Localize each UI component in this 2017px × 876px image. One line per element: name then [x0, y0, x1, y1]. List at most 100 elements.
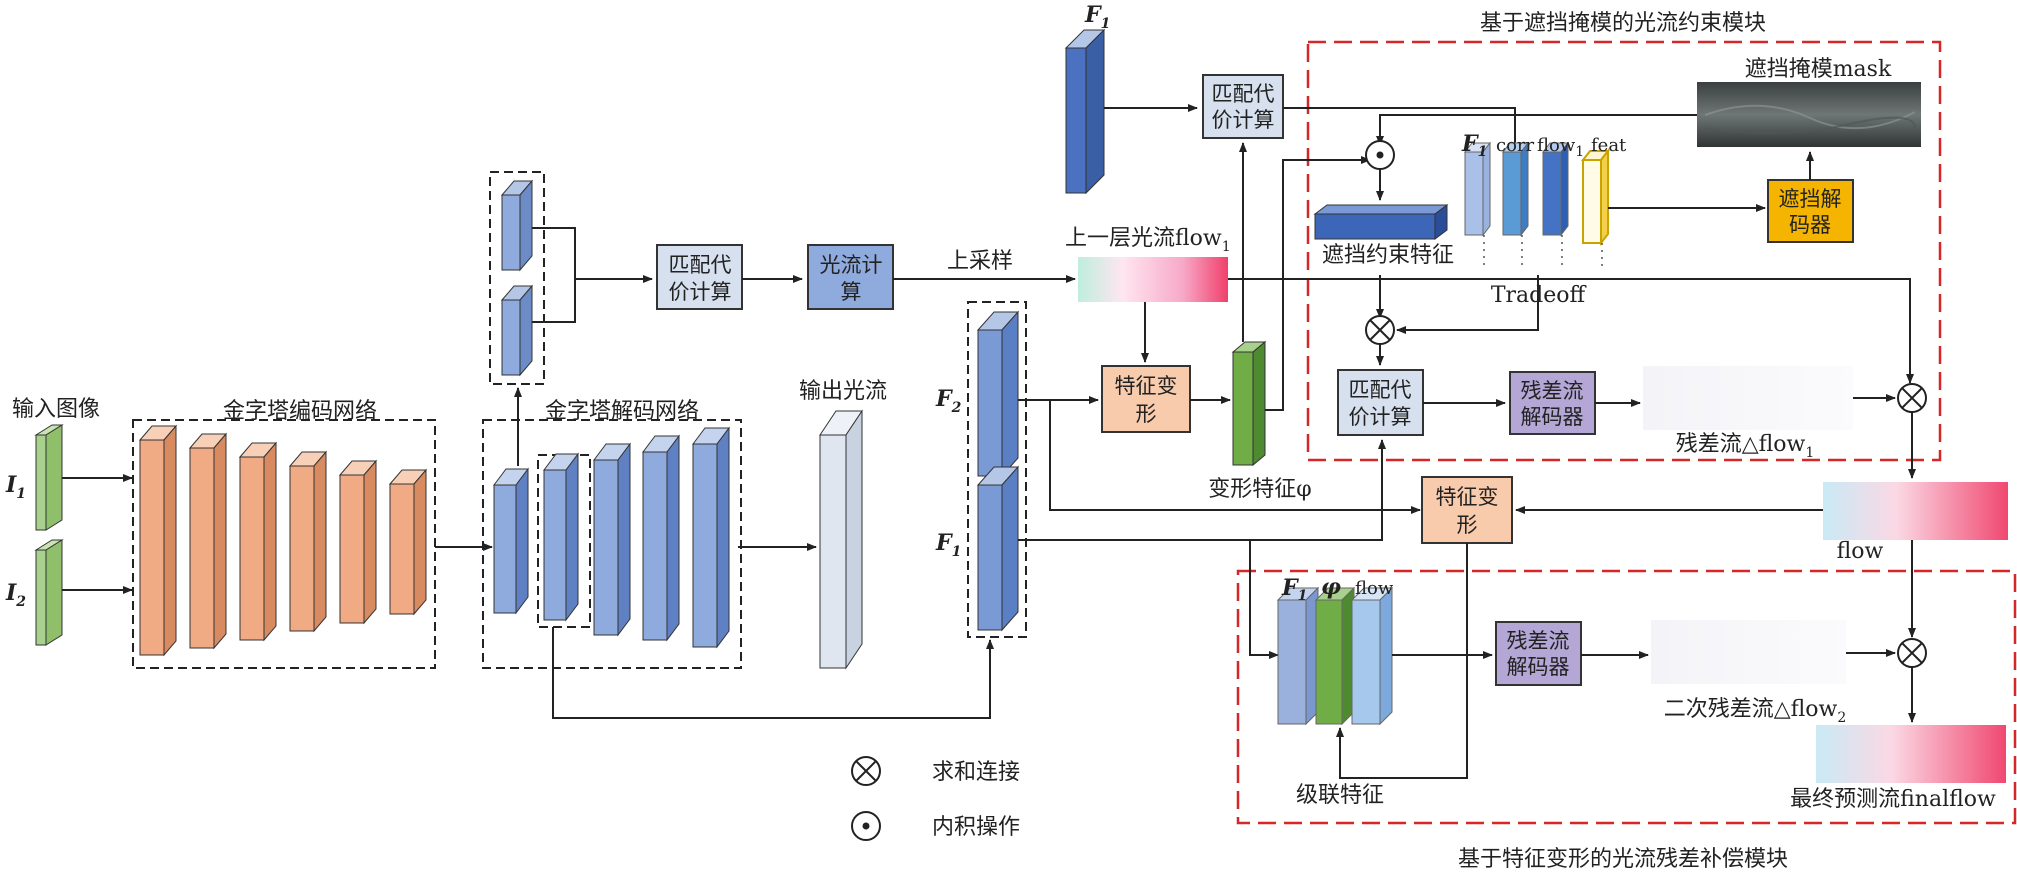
mask-image [1697, 82, 1921, 147]
encoder-blocks [138, 424, 428, 657]
svg-text:匹配代: 匹配代 [669, 253, 732, 277]
residual-decoder-box-2: 残差流 解码器 [1495, 621, 1582, 686]
svg-text:匹配代: 匹配代 [1212, 82, 1275, 106]
i1-label: I1 [5, 472, 26, 502]
stack-feat-label: feat [1591, 135, 1627, 156]
i2-label: I2 [5, 580, 26, 610]
svg-text:匹配代: 匹配代 [1349, 378, 1412, 402]
output-flow-block [819, 409, 863, 670]
residual-decoder-box-1: 残差流 解码器 [1509, 371, 1596, 435]
dot-product-icon [1365, 140, 1395, 170]
svg-text:价计算: 价计算 [1212, 108, 1275, 132]
svg-text:遮挡解: 遮挡解 [1779, 187, 1842, 211]
flow-image [1823, 482, 2008, 540]
feature-warp-box-2: 特征变 形 [1421, 476, 1513, 544]
concat-feature-label: 级联特征 [1296, 783, 1384, 808]
encoder-block-4 [288, 450, 328, 633]
encoder-block-6 [388, 468, 428, 616]
residual-flow-image-1 [1643, 366, 1853, 430]
sum-icon-1 [1365, 315, 1395, 345]
residual-flow-label-1: 残差流△flow1 [1676, 432, 1815, 461]
svg-text:解码器: 解码器 [1507, 655, 1570, 679]
bottom-module-frame [1236, 569, 2017, 825]
prev-flow-image [1078, 257, 1228, 302]
legend-sum-label: 求和连接 [932, 760, 1020, 785]
f-pair-frame [967, 301, 1027, 638]
prev-flow-label: 上一层光流flow1 [1065, 226, 1231, 255]
decoder-block-3 [593, 442, 631, 637]
encoder-label: 金字塔编码网络 [223, 399, 377, 424]
upper-feature-1 [500, 179, 534, 272]
feature-stack [1463, 141, 1611, 246]
svg-text:光流计: 光流计 [820, 253, 883, 277]
top-module-frame [1306, 40, 1942, 462]
bottom-stack-f1-label: F1 [1281, 575, 1307, 604]
svg-text:特征变: 特征变 [1115, 374, 1178, 398]
svg-text:残差流: 残差流 [1521, 379, 1584, 403]
svg-text:残差流: 残差流 [1507, 629, 1570, 653]
occlusion-decoder-box: 遮挡解 码器 [1767, 179, 1854, 243]
decoder-blocks [493, 426, 730, 649]
occlusion-feature-block [1313, 204, 1449, 240]
svg-text:价计算: 价计算 [1349, 405, 1412, 429]
legend: 求和连接 内积操作 [851, 756, 1020, 841]
encoder-block-5 [338, 459, 378, 625]
input-label: 输入图像 [12, 397, 100, 422]
legend-dot-label: 内积操作 [932, 815, 1020, 840]
stack-flow-label: flow1 [1537, 135, 1584, 160]
svg-text:形: 形 [1457, 513, 1478, 537]
svg-text:形: 形 [1136, 402, 1157, 426]
final-flow-label: 最终预测流finalflow [1790, 787, 1996, 812]
input-image-2 [34, 539, 64, 646]
svg-text:价计算: 价计算 [669, 280, 732, 304]
cost-volume-box-top: 匹配代 价计算 [1202, 74, 1284, 139]
top-module-title: 基于遮挡掩模的光流约束模块 [1480, 11, 1766, 36]
bottom-feature-stack [1276, 586, 1394, 726]
encoder-frame [132, 419, 436, 669]
legend-dot-icon [851, 811, 881, 841]
sum-icon-2 [1897, 383, 1927, 413]
cost-volume-box-1: 匹配代 价计算 [656, 244, 743, 310]
encoder-block-1 [138, 424, 178, 657]
flow-estimation-box: 光流计 算 [807, 244, 894, 310]
legend-sum-icon [851, 756, 881, 786]
feature-warp-box-1: 特征变 形 [1101, 365, 1191, 433]
decoder-label: 金字塔解码网络 [545, 399, 699, 424]
decoder-block-4 [642, 434, 680, 642]
decoder-block-2 [543, 452, 579, 622]
decoder-block-5 [692, 426, 730, 649]
f2-label: F2 [935, 386, 962, 416]
svg-text:码器: 码器 [1789, 213, 1831, 237]
svg-text:特征变: 特征变 [1436, 485, 1499, 509]
sum-icon-3 [1897, 638, 1927, 668]
encoder-block-3 [238, 441, 278, 642]
f-top-label: F1 [1084, 2, 1110, 32]
decoder-frame [482, 419, 742, 669]
residual-flow-image-2 [1651, 620, 1846, 684]
stack-corr-label: corr [1496, 135, 1535, 156]
final-flow-image [1816, 725, 2006, 783]
svg-text:解码器: 解码器 [1521, 405, 1584, 429]
warped-feature-label: 变形特征φ [1208, 477, 1311, 502]
mask-label: 遮挡掩模mask [1745, 57, 1892, 82]
f1-label: F1 [935, 530, 961, 560]
f2-block [976, 310, 1020, 478]
bottom-stack-flow-label: flow [1355, 578, 1394, 599]
stack-f1-label: F1 [1461, 131, 1487, 160]
cost-volume-box-2: 匹配代 价计算 [1337, 369, 1424, 436]
encoder-block-2 [188, 432, 228, 650]
bottom-stack-phi-label: φ [1321, 574, 1341, 600]
svg-text:算: 算 [841, 280, 862, 304]
decoder-block-1 [493, 467, 529, 615]
residual-flow-label-2: 二次残差流△flow2 [1664, 697, 1847, 726]
f1-block [976, 465, 1020, 632]
input-image-1 [34, 424, 64, 531]
upsample-label: 上采样 [947, 249, 1013, 274]
occlusion-feature-label: 遮挡约束特征 [1322, 243, 1454, 268]
output-flow-label: 输出光流 [799, 379, 887, 404]
f1-top-block [1064, 28, 1106, 195]
flow-label: flow [1837, 539, 1884, 564]
warped-feature-block [1231, 340, 1267, 467]
